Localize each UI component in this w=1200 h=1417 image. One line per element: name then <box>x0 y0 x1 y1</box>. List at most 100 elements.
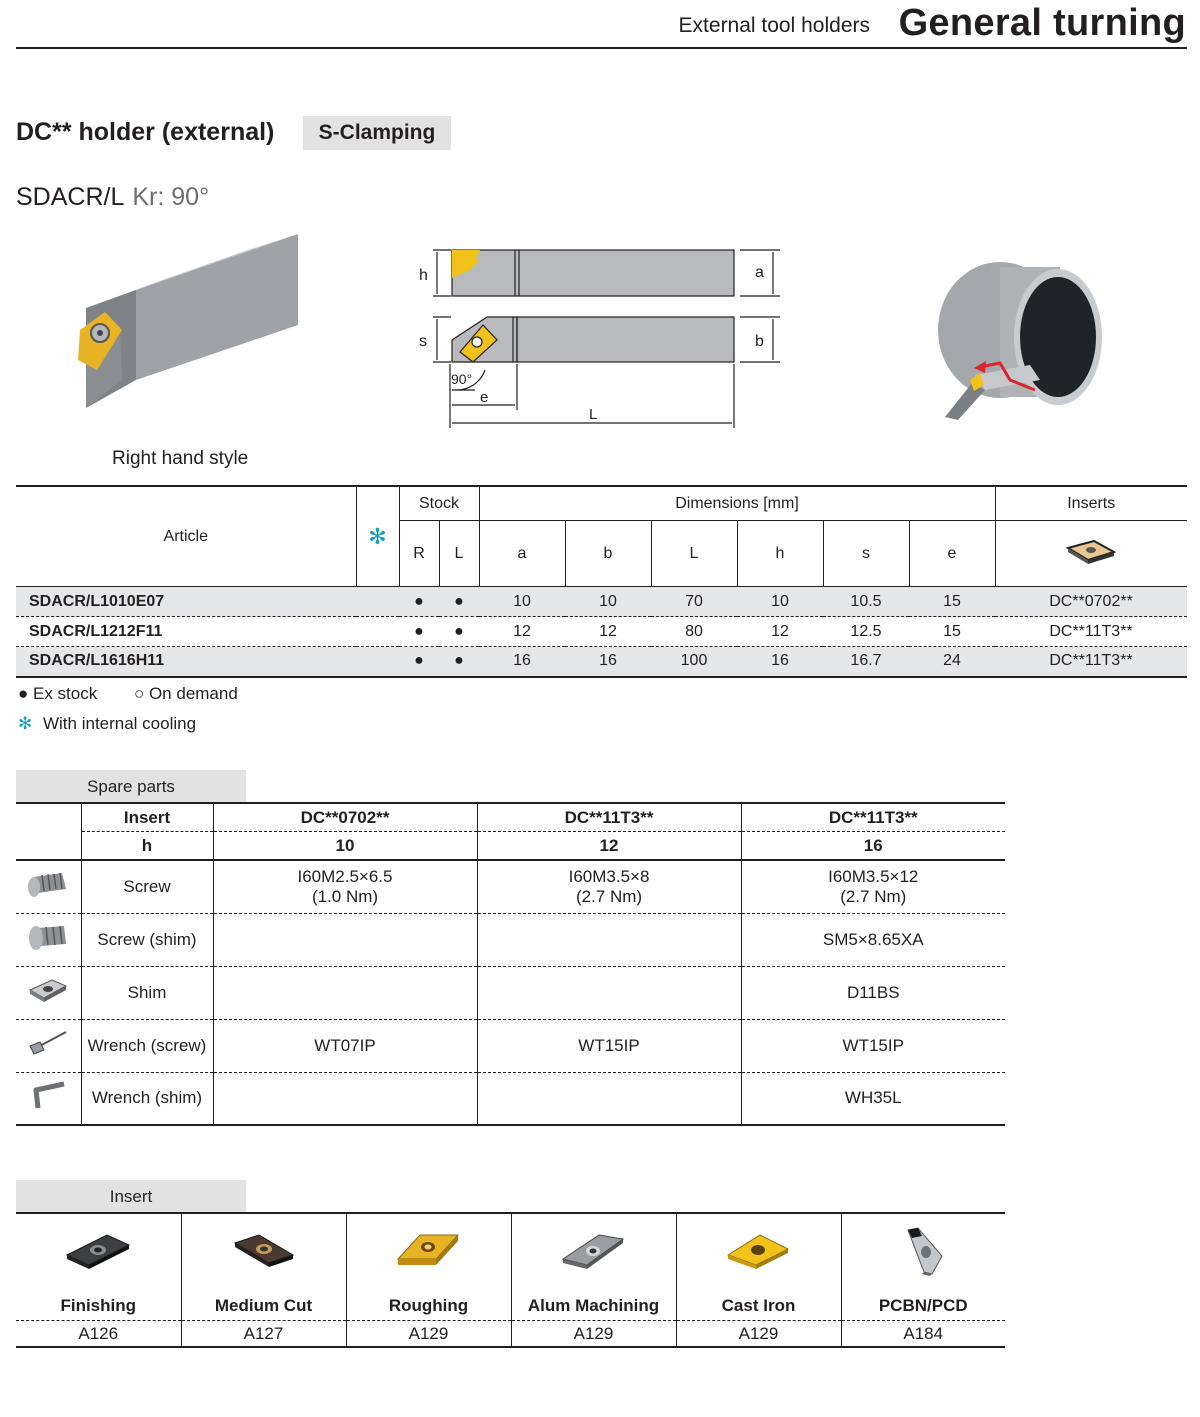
col-dim-L: L <box>650 520 737 587</box>
insert-code: A184 <box>840 1320 1005 1347</box>
tool-holder-image <box>78 234 298 408</box>
insert-name: Alum Machining <box>510 1292 676 1321</box>
dim-b-label: b <box>755 333 764 350</box>
article-code: SDACR/L1010E07 <box>29 592 165 610</box>
model-name: SDACR/L <box>16 183 125 211</box>
dim-a: 12 <box>513 622 531 640</box>
part-cell: WT15IP <box>740 1019 1005 1072</box>
insert-code: A127 <box>180 1320 346 1347</box>
stock-l: ● <box>454 622 464 640</box>
dim-a: 16 <box>513 652 531 670</box>
part-cell <box>212 913 477 966</box>
table-row: SDACR/L1616H11 ● ● 16 16 100 16 16.7 24 … <box>16 646 1187 677</box>
spare-parts-table: Insert DC**0702** DC**11T3** DC**11T3** … <box>16 802 1005 1126</box>
part-cell <box>212 966 477 1019</box>
spare-parts-heading: Spare parts <box>16 770 246 803</box>
page-title: General turning <box>898 2 1186 44</box>
insert-label: Insert <box>80 803 213 832</box>
spare-insert-2: DC**11T3** <box>740 803 1005 832</box>
col-dim-b: b <box>564 520 651 587</box>
part-cell <box>476 966 741 1019</box>
table-row: Wrench (screw) WT07IP WT15IP WT15IP <box>16 1019 1005 1072</box>
insert-name: PCBN/PCD <box>840 1292 1005 1321</box>
shim-screw-icon <box>16 913 81 966</box>
col-article: Article <box>163 527 208 545</box>
stock-r: ● <box>414 622 424 640</box>
article-code: SDACR/L1616H11 <box>29 652 165 670</box>
insert-code: DC**0702** <box>1049 592 1133 610</box>
screw-icon <box>16 860 81 913</box>
insert-code: A129 <box>510 1320 676 1347</box>
dimension-drawing: h a s b 90° e L <box>419 249 780 428</box>
torx-wrench-icon <box>16 1019 81 1072</box>
col-dim-h: h <box>736 520 823 587</box>
dim-e: 15 <box>943 592 961 610</box>
insert-code: A129 <box>345 1320 511 1347</box>
dim-e: 24 <box>943 652 961 670</box>
insert-name: Finishing <box>16 1292 181 1321</box>
dim-L: 70 <box>685 592 703 610</box>
cooling-icon: ✻ <box>355 486 399 587</box>
insert-thumbnail-icon <box>994 520 1187 587</box>
product-title: DC** holder (external) <box>16 118 275 146</box>
dim-s: 16.7 <box>850 652 882 670</box>
part-cell: I60M2.5×6.5(1.0 Nm) <box>212 860 477 913</box>
part-cell: WT15IP <box>476 1019 741 1072</box>
col-dim-s: s <box>822 520 909 587</box>
hand-style-caption: Right hand style <box>112 448 249 469</box>
col-inserts: Inserts <box>994 486 1187 521</box>
col-dim-a: a <box>478 520 565 587</box>
insert-heading: Insert <box>16 1180 246 1213</box>
dim-L: 80 <box>685 622 703 640</box>
spare-h-1: 12 <box>476 831 741 860</box>
stock-l: ● <box>454 652 464 670</box>
part-cell: I60M3.5×8(2.7 Nm) <box>476 860 741 913</box>
dim-a: 10 <box>513 592 531 610</box>
insert-table: Finishing Medium Cut Roughing Alum Machi… <box>16 1212 1005 1348</box>
col-stock-l: L <box>438 520 479 587</box>
legend-cooling-text: With internal cooling <box>42 714 197 733</box>
part-cell: I60M3.5×12(2.7 Nm) <box>740 860 1005 913</box>
part-name: Screw <box>80 860 213 913</box>
h-label: h <box>80 831 213 860</box>
dim-a-label: a <box>755 264 764 281</box>
cast-iron-insert-icon <box>675 1213 841 1292</box>
cooling-legend-icon: ✻ <box>18 714 33 733</box>
insert-name: Roughing <box>345 1292 511 1321</box>
dim-h: 16 <box>771 652 789 670</box>
part-name: Wrench (shim) <box>80 1072 213 1125</box>
part-cell <box>476 913 741 966</box>
table-row: SDACR/L1010E07 ● ● 10 10 70 10 10.5 15 D… <box>16 586 1187 617</box>
pcbn-pcd-insert-icon <box>840 1213 1005 1292</box>
dim-b: 10 <box>599 592 617 610</box>
spare-insert-0: DC**0702** <box>212 803 477 832</box>
dim-s: 10.5 <box>850 592 882 610</box>
legend-ex-stock: ● Ex stock <box>18 684 98 703</box>
section-label: External tool holders <box>678 14 870 37</box>
insert-code: DC**11T3** <box>1049 622 1133 640</box>
finishing-insert-icon <box>16 1213 181 1292</box>
insert-name: Cast Iron <box>675 1292 841 1321</box>
hex-key-icon <box>16 1072 81 1125</box>
part-cell <box>212 1072 477 1125</box>
legend-on-demand: ○ On demand <box>133 684 238 703</box>
table-row: Screw (shim) SM5×8.65XA <box>16 913 1005 966</box>
stock-r: ● <box>414 592 424 610</box>
col-stock-r: R <box>398 520 439 587</box>
dim-L: 100 <box>680 652 708 670</box>
part-name: Screw (shim) <box>80 913 213 966</box>
stock-r: ● <box>414 652 424 670</box>
kr-angle: Kr: 90° <box>132 183 210 211</box>
col-dimensions: Dimensions [mm] <box>478 486 995 521</box>
insert-name: Medium Cut <box>180 1292 346 1321</box>
insert-code: DC**11T3** <box>1049 652 1133 670</box>
table-row: Shim D11BS <box>16 966 1005 1019</box>
part-cell: D11BS <box>740 966 1005 1019</box>
dim-angle-label: 90° <box>451 371 472 387</box>
dim-s: 12.5 <box>850 622 882 640</box>
dim-b: 16 <box>599 652 617 670</box>
table-row: Wrench (shim) WH35L <box>16 1072 1005 1125</box>
alum-machining-insert-icon <box>510 1213 676 1292</box>
dim-L-label: L <box>589 406 597 423</box>
